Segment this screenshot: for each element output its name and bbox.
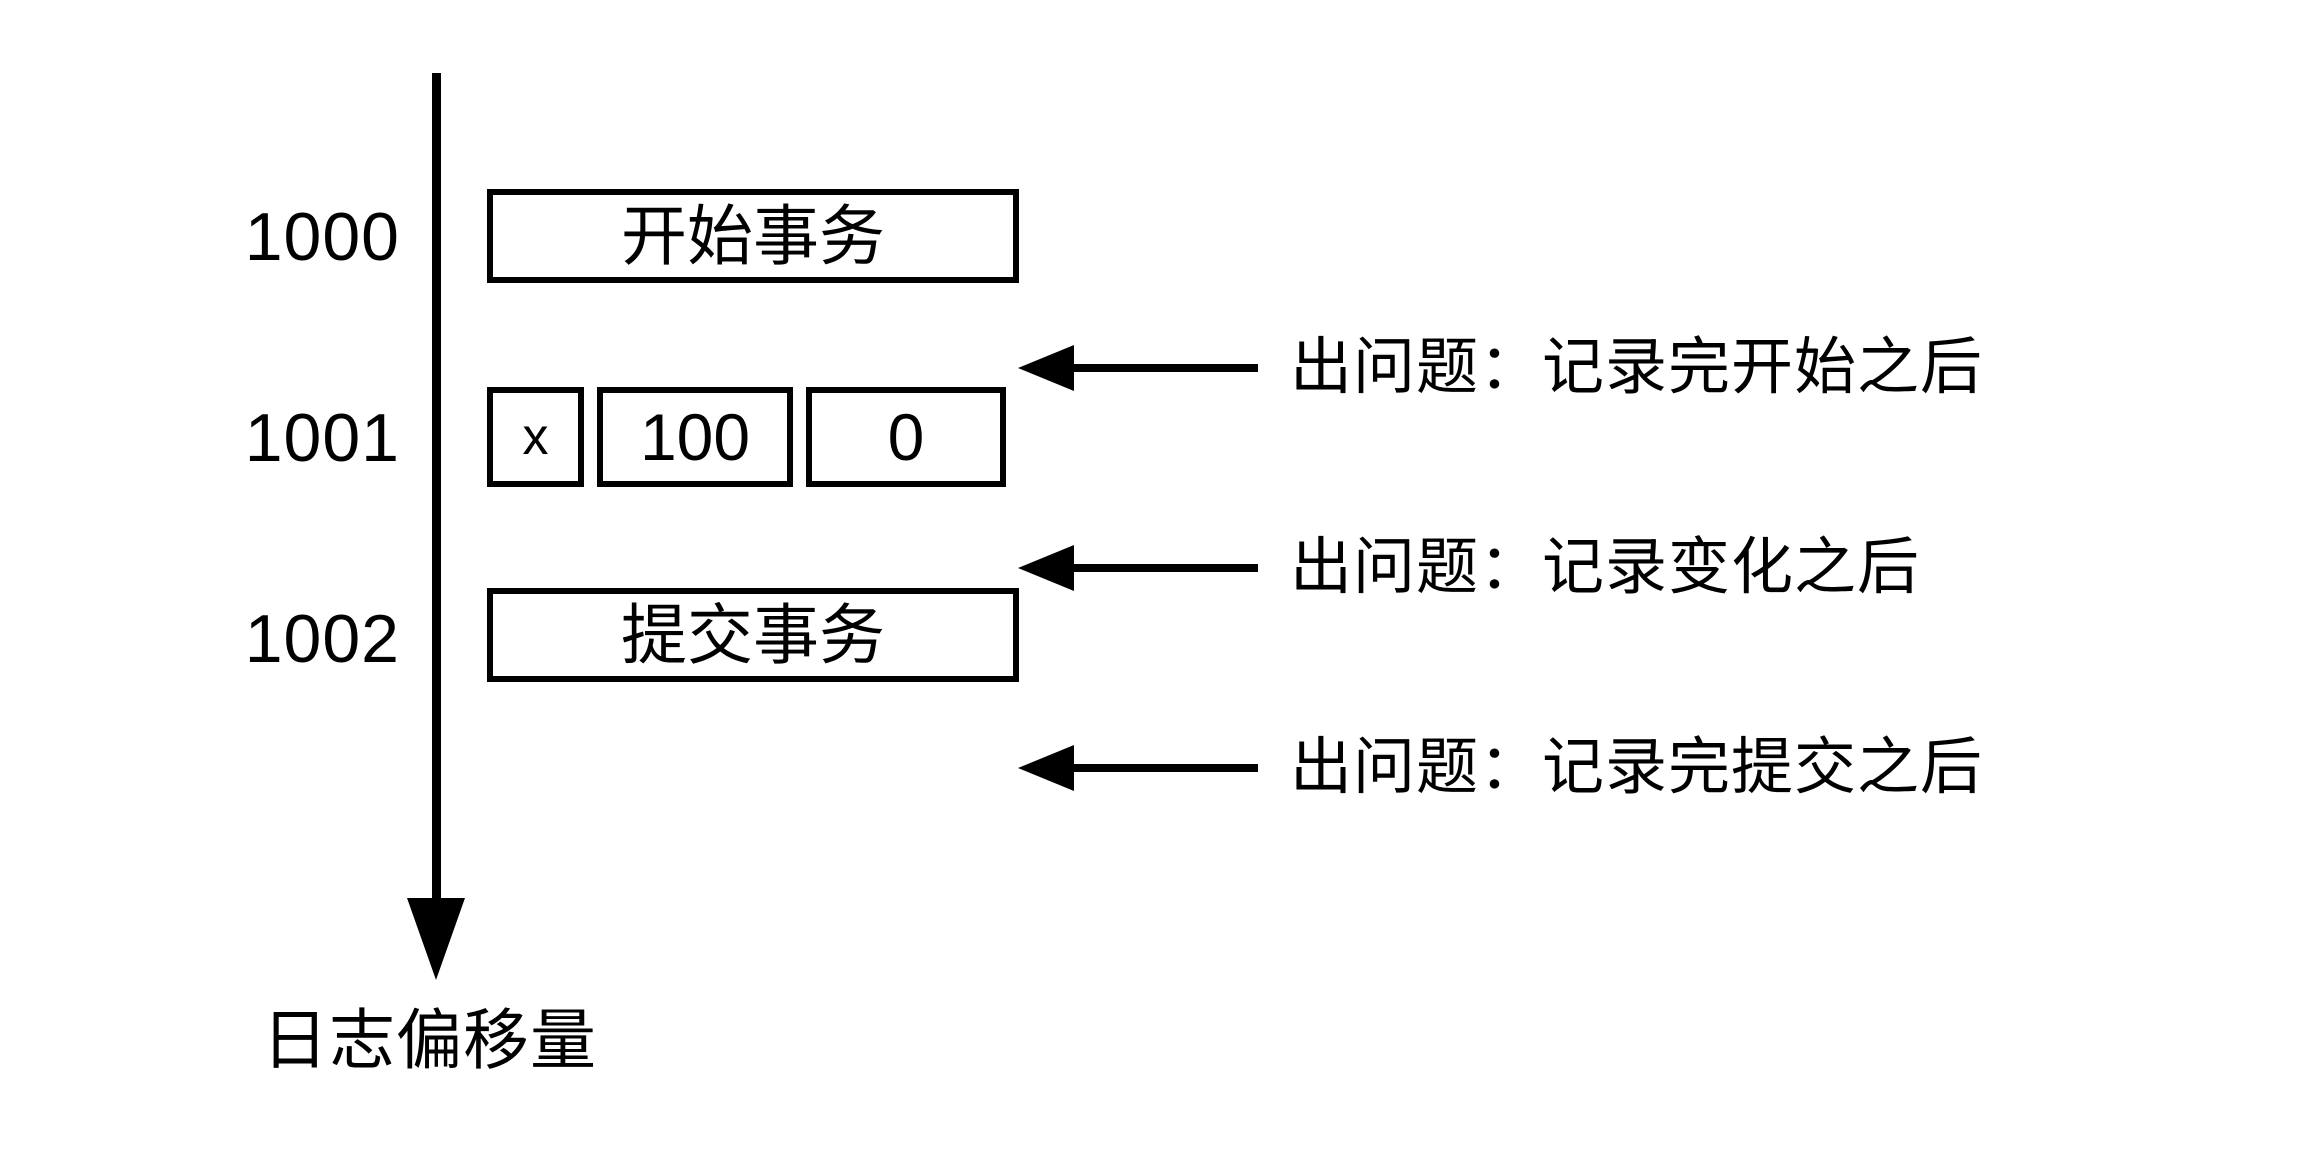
offset-label-1000: 1000	[244, 199, 400, 275]
arrow-head-icon	[1018, 745, 1074, 791]
arrow-shaft	[1070, 764, 1258, 772]
log-record-cell-column-text: x	[522, 408, 549, 466]
arrow-left-icon	[1018, 545, 1258, 591]
log-record-cell-column: x	[487, 387, 584, 487]
log-record-commit-text: 提交事务	[621, 598, 885, 672]
log-record-box-begin: 开始事务	[487, 189, 1019, 283]
log-record-cell-old-value: 100	[597, 387, 793, 487]
offset-label-1002: 1002	[244, 601, 400, 677]
arrow-shaft	[1070, 564, 1258, 572]
failure-annotation-after-begin: 出问题：记录完开始之后	[1018, 337, 1983, 399]
log-record-cell-new-value: 0	[806, 387, 1006, 487]
arrow-head-icon	[1018, 345, 1074, 391]
arrow-head-icon	[1018, 545, 1074, 591]
arrow-shaft	[1070, 364, 1258, 372]
failure-annotation-after-commit-text: 出问题：记录完提交之后	[1290, 733, 1984, 802]
offset-label-1001: 1001	[244, 400, 400, 476]
arrow-left-icon	[1018, 345, 1258, 391]
log-offset-axis-arrowhead-icon	[407, 898, 465, 980]
log-record-cell-new-value-text: 0	[887, 400, 925, 474]
failure-annotation-after-change: 出问题：记录变化之后	[1018, 537, 1920, 599]
log-offset-axis-line	[432, 73, 441, 901]
log-record-1000: 开始事务	[487, 189, 1019, 283]
failure-annotation-after-begin-text: 出问题：记录完开始之后	[1290, 333, 1984, 402]
axis-caption: 日志偏移量	[262, 1003, 597, 1077]
log-record-1002: 提交事务	[487, 588, 1019, 682]
log-record-begin-text: 开始事务	[621, 199, 885, 273]
log-record-1001: x 100 0	[487, 387, 1006, 487]
log-record-box-commit: 提交事务	[487, 588, 1019, 682]
failure-annotation-after-commit: 出问题：记录完提交之后	[1018, 737, 1983, 799]
arrow-left-icon	[1018, 745, 1258, 791]
failure-annotation-after-change-text: 出问题：记录变化之后	[1290, 533, 1921, 602]
log-record-cell-old-value-text: 100	[639, 400, 751, 474]
